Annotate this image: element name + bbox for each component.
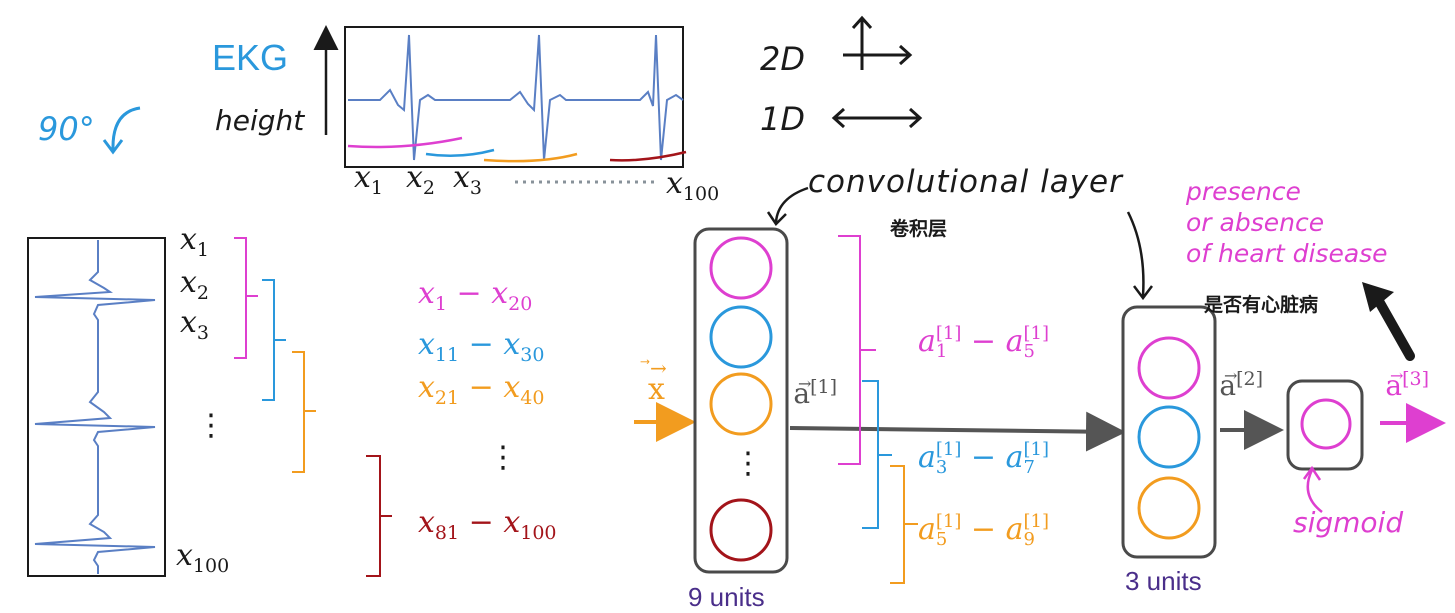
input-x1: x1	[180, 222, 210, 261]
ekg-x1-label: x1	[354, 160, 384, 199]
conv-layer-label: convolutional layer	[808, 164, 1123, 200]
layer1-unit-2	[709, 305, 773, 369]
window-dots: ⋮	[488, 440, 518, 475]
bracket-orange-left	[292, 351, 316, 473]
input-x3: x3	[180, 305, 210, 344]
bracket-blue-left	[262, 279, 286, 401]
ekg-ylabel: height	[215, 104, 305, 137]
bracket-darkred	[366, 455, 392, 577]
group-magenta: a[1]1 − a[1]5	[918, 323, 1049, 362]
output-note: presence or absence of heart disease	[1186, 176, 1388, 269]
layer1-dots: ⋮	[733, 446, 763, 481]
one-d-arrow-icon	[831, 107, 923, 129]
layer3-output-label: →a[3]	[1385, 366, 1430, 403]
sigmoid-label: sigmoid	[1293, 506, 1404, 539]
layer2-unit-3	[1137, 476, 1201, 540]
input-x2: x2	[180, 265, 210, 304]
bracket-group-orange	[890, 465, 918, 584]
layer2-unit-2	[1137, 405, 1201, 469]
output-note-line-3: of heart disease	[1186, 239, 1388, 268]
ekg-x100-label: x100	[666, 166, 720, 205]
input-dots: ⋮	[196, 408, 226, 443]
layer2-box	[1121, 305, 1217, 559]
layer1-to-layer2-arrow	[789, 411, 1126, 452]
layer1-unit-9	[709, 498, 773, 562]
sigmoid-pointer-arrow	[1302, 465, 1323, 513]
layer3-box	[1286, 379, 1364, 471]
ekg-window-darkred	[609, 150, 687, 162]
two-d-label: 2D	[760, 40, 805, 78]
layer1-unit-3	[709, 372, 773, 436]
layer2-unit-1	[1137, 336, 1201, 400]
output-note-arrow	[1371, 291, 1415, 361]
two-d-axes-icon	[843, 15, 913, 70]
rotation-note: 90°	[38, 110, 95, 148]
conv-label-arrow	[766, 186, 809, 226]
ekg-signal	[348, 34, 684, 161]
output-note-arrowhead	[1362, 282, 1394, 312]
ekg-x2-label: x2	[406, 160, 436, 199]
layer1-box	[693, 227, 789, 574]
output-note-cn: 是否有心脏病	[1204, 295, 1319, 316]
group-orange: a[1]5 − a[1]9	[918, 511, 1049, 550]
layer1-unit-1	[709, 236, 773, 300]
one-d-label: 1D	[760, 100, 805, 138]
input-x100: x100	[176, 538, 230, 577]
ekg-x3-label: x3	[453, 160, 483, 199]
input-vector-label: ⃗→x	[648, 356, 667, 407]
layer1-units-label: 9 units	[688, 582, 765, 612]
layer1-output-label: →a[1]	[793, 374, 838, 411]
bracket-group-magenta	[838, 235, 876, 465]
ekg-title: EKG	[212, 37, 288, 78]
layer2-pointer-arrow	[1126, 211, 1153, 301]
layer3-unit	[1300, 398, 1352, 450]
output-note-line-2: or absence	[1186, 208, 1325, 237]
rotation-arrow-icon	[102, 106, 141, 155]
conv-layer-label-cn: 卷积层	[890, 219, 948, 240]
vertical-ekg-signal	[34, 240, 156, 574]
ekg-window-magenta	[347, 136, 463, 149]
bracket-magenta-left	[234, 237, 258, 359]
output-note-line-1: presence	[1186, 177, 1301, 206]
group-blue: a[1]3 − a[1]7	[918, 439, 1049, 478]
layer2-units-label: 3 units	[1125, 566, 1202, 596]
window-1: x1 − x20	[418, 276, 533, 315]
ekg-window-blue	[425, 148, 495, 158]
window-5: x81 − x100	[418, 505, 557, 544]
window-2: x11 − x30	[418, 327, 545, 366]
window-3: x21 − x40	[418, 370, 545, 409]
layer2-output-label: →a[2]	[1219, 366, 1264, 403]
bracket-group-blue	[862, 380, 892, 529]
ekg-window-orange	[483, 152, 578, 163]
